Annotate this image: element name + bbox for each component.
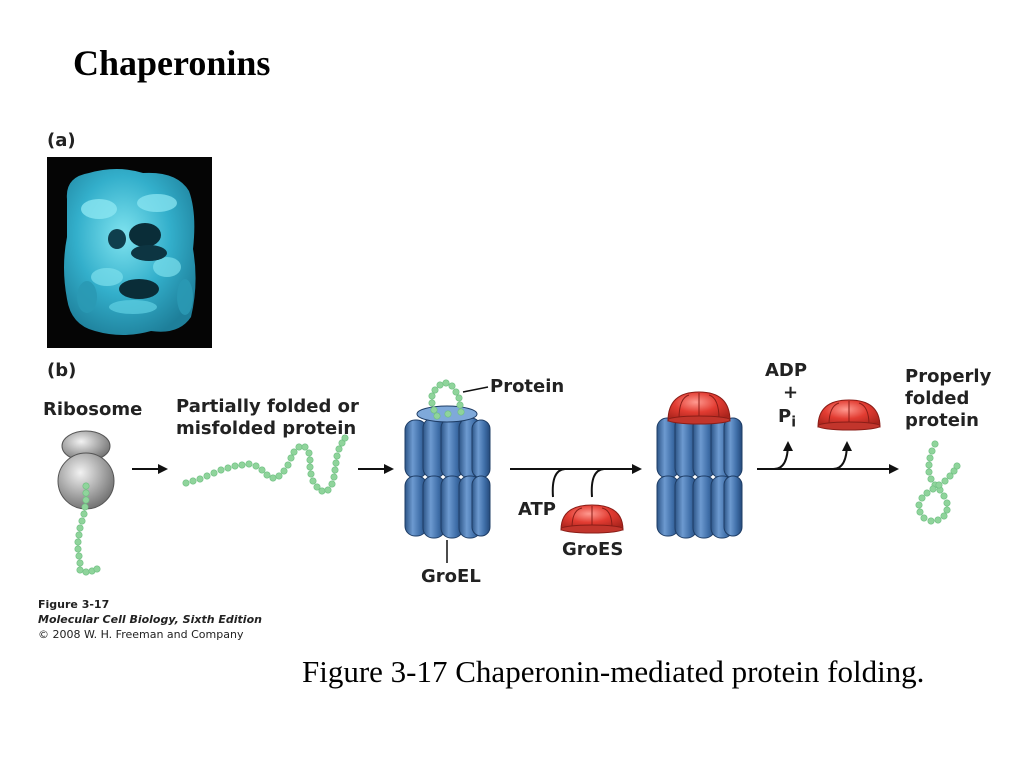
pi-label: Pi <box>778 406 796 434</box>
groel-groes-complex <box>656 415 743 539</box>
groes-label: GroES <box>562 539 624 560</box>
credit-copyright: © 2008 W. H. Freeman and Company <box>38 628 244 641</box>
misfolded-protein-chain <box>182 434 349 495</box>
panel-b-label: (b) <box>47 360 77 381</box>
groes-branch <box>590 468 605 498</box>
partially-folded-label-line2: misfolded protein <box>176 418 357 439</box>
credit-book-title: Molecular Cell Biology, Sixth Edition <box>38 613 262 626</box>
pi-label-subscript: i <box>791 414 797 431</box>
properly-folded-label-line1: Properly <box>905 366 992 387</box>
panel-a-label: (a) <box>47 130 76 151</box>
groel-open-complex <box>404 405 491 539</box>
credit-figure-number: Figure 3-17 <box>38 598 110 611</box>
properly-folded-label-line3: protein <box>905 410 979 431</box>
protein-label: Protein <box>490 376 565 397</box>
groes-cap-bound <box>667 391 731 425</box>
groel-label: GroEL <box>421 566 481 587</box>
groes-cap-released <box>817 399 881 431</box>
ribosome-shape <box>57 430 115 510</box>
nascent-protein-chain <box>74 482 101 576</box>
protein-pointer-line <box>462 386 489 393</box>
atp-branch <box>551 468 566 498</box>
adp-branch <box>773 441 793 470</box>
chaperonin-micrograph <box>47 157 212 348</box>
groes-release-branch <box>832 441 852 470</box>
groes-cap-free <box>560 504 624 534</box>
ribosome-label: Ribosome <box>43 399 143 420</box>
slide-caption: Figure 3-17 Chaperonin-mediated protein … <box>302 654 925 689</box>
adp-label: ADP <box>765 360 808 381</box>
plus-sign: + <box>783 382 799 403</box>
folded-protein-chain <box>915 440 961 525</box>
atp-label: ATP <box>518 499 557 520</box>
partially-folded-label-line1: Partially folded or <box>176 396 359 417</box>
pi-label-main: P <box>778 406 792 427</box>
properly-folded-label-line2: folded <box>905 388 970 409</box>
protein-entering-groel <box>428 379 465 420</box>
slide-title: Chaperonins <box>73 43 271 83</box>
